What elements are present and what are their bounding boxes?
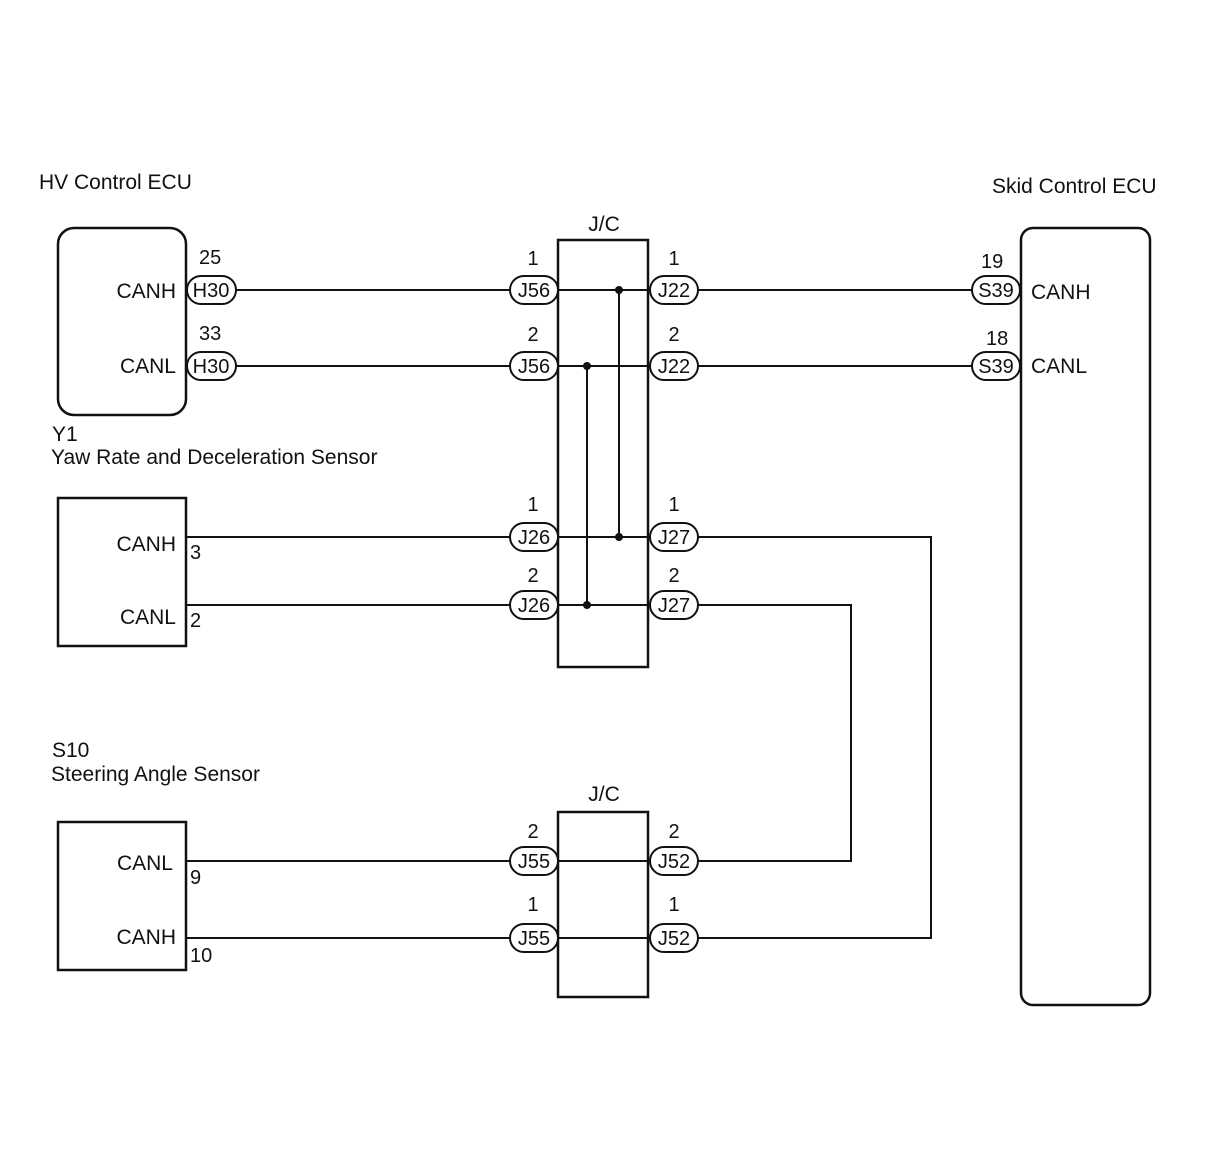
- splice-dot-canl-bottom: [583, 601, 591, 609]
- yaw-rate-sensor: Y1 Yaw Rate and Deceleration Sensor CANH…: [51, 423, 377, 648]
- connector-j52-pin1: [649, 923, 699, 953]
- steering-sensor-canl-label: CANL: [117, 852, 173, 875]
- jc1-pin-right-row4: 2: [668, 565, 679, 587]
- connector-s39-canh: [971, 275, 1021, 305]
- hv-ecu-box: [56, 226, 188, 417]
- connector-j26-pin1: [509, 522, 559, 552]
- connector-j26-pin1-label: J26: [518, 527, 550, 549]
- skid-ecu-pin-canl: 18: [986, 328, 1008, 350]
- junction-connector-2: J/C 2 2 J55 J52 1 1 J55 J52: [509, 783, 699, 999]
- skid-ecu-title: Skid Control ECU: [992, 175, 1157, 198]
- connector-j55-pin1-label: J55: [518, 928, 550, 950]
- jc1-pin-right-row1: 1: [668, 248, 679, 270]
- yaw-sensor-box: [56, 496, 188, 648]
- jc2-pin-right-row2: 1: [668, 894, 679, 916]
- skid-ecu-box: [1019, 226, 1152, 1007]
- connector-j56-pin2: [509, 351, 559, 381]
- steering-sensor-canh-label: CANH: [116, 926, 176, 949]
- connector-j26-pin2: [509, 590, 559, 620]
- hv-control-ecu: HV Control ECU CANH CANL 25 33 H30 H30: [39, 171, 237, 417]
- skid-ecu-canl-label: CANL: [1031, 355, 1087, 378]
- connector-s39-canl-label: S39: [978, 356, 1014, 378]
- connector-h30-canh-label: H30: [193, 280, 230, 302]
- splice-dot-canh-top: [615, 286, 623, 294]
- connector-s39-canl: [971, 351, 1021, 381]
- splice-dot-canl-top: [583, 362, 591, 370]
- connector-j27-pin2: [649, 590, 699, 620]
- yaw-sensor-name: Yaw Rate and Deceleration Sensor: [51, 446, 377, 469]
- connector-j22-pin1: [649, 275, 699, 305]
- jc1-pin-left-row4: 2: [527, 565, 538, 587]
- connector-j56-pin1-label: J56: [518, 280, 550, 302]
- jc2-label: J/C: [588, 783, 620, 806]
- jc2-pin-left-row2: 1: [527, 894, 538, 916]
- yaw-sensor-pin-canh: 3: [190, 542, 201, 564]
- steering-sensor-pin-canl: 9: [190, 867, 201, 889]
- skid-control-ecu: Skid Control ECU S39 S39 19 18 CANH CANL: [971, 175, 1157, 1007]
- hv-ecu-pin-canl: 33: [199, 323, 221, 345]
- connector-j52-pin2-label: J52: [658, 851, 690, 873]
- yaw-sensor-canh-label: CANH: [116, 533, 176, 556]
- connector-j27-pin2-label: J27: [658, 595, 690, 617]
- connector-j22-pin2: [649, 351, 699, 381]
- steering-sensor-code: S10: [52, 739, 89, 762]
- steering-sensor-box: [56, 820, 188, 972]
- splice-dot-canh-bottom: [615, 533, 623, 541]
- connector-h30-canl: [186, 351, 237, 381]
- jc1-pin-left-row3: 1: [527, 494, 538, 516]
- skid-ecu-pin-canh: 19: [981, 251, 1003, 273]
- yaw-sensor-code: Y1: [52, 423, 78, 446]
- jc1-label: J/C: [588, 213, 620, 236]
- connector-h30-canl-label: H30: [193, 356, 230, 378]
- jc1-box: [556, 238, 650, 669]
- connector-j27-pin1: [649, 522, 699, 552]
- connector-j26-pin2-label: J26: [518, 595, 550, 617]
- jc2-pin-left-row1: 2: [527, 821, 538, 843]
- junction-connector-1: J/C 1 1 J56 J22 2 2 J56 J22 1 1 J26 J27 …: [509, 213, 699, 669]
- connector-j22-pin1-label: J22: [658, 280, 690, 302]
- hv-ecu-pin-canh: 25: [199, 247, 221, 269]
- connector-j56-pin2-label: J56: [518, 356, 550, 378]
- connector-s39-canh-label: S39: [978, 280, 1014, 302]
- connector-j52-pin1-label: J52: [658, 928, 690, 950]
- steering-angle-sensor: S10 Steering Angle Sensor CANL CANH 9 10: [51, 739, 260, 972]
- jc2-box: [556, 810, 650, 999]
- connector-j27-pin1-label: J27: [658, 527, 690, 549]
- skid-ecu-canh-label: CANH: [1031, 281, 1091, 304]
- hv-ecu-canl-label: CANL: [120, 355, 176, 378]
- jc1-pin-left-row1: 1: [527, 248, 538, 270]
- hv-ecu-title: HV Control ECU: [39, 171, 192, 194]
- connector-j55-pin1: [509, 923, 559, 953]
- jc1-pin-right-row3: 1: [668, 494, 679, 516]
- wire-j27-2-to-j52-2: [698, 604, 852, 862]
- wires: [186, 289, 972, 939]
- wire-j27-1-to-j52-1: [698, 536, 932, 939]
- steering-sensor-name: Steering Angle Sensor: [51, 763, 260, 786]
- steering-sensor-pin-canh: 10: [190, 945, 212, 967]
- hv-ecu-canh-label: CANH: [116, 280, 176, 303]
- connector-j55-pin2: [509, 846, 559, 876]
- jc2-pin-right-row1: 2: [668, 821, 679, 843]
- connector-j52-pin2: [649, 846, 699, 876]
- connector-j55-pin2-label: J55: [518, 851, 550, 873]
- jc1-pin-right-row2: 2: [668, 324, 679, 346]
- connector-h30-canh: [186, 275, 237, 305]
- connector-j22-pin2-label: J22: [658, 356, 690, 378]
- jc1-pin-left-row2: 2: [527, 324, 538, 346]
- yaw-sensor-pin-canl: 2: [190, 610, 201, 632]
- yaw-sensor-canl-label: CANL: [120, 606, 176, 629]
- connector-j56-pin1: [509, 275, 559, 305]
